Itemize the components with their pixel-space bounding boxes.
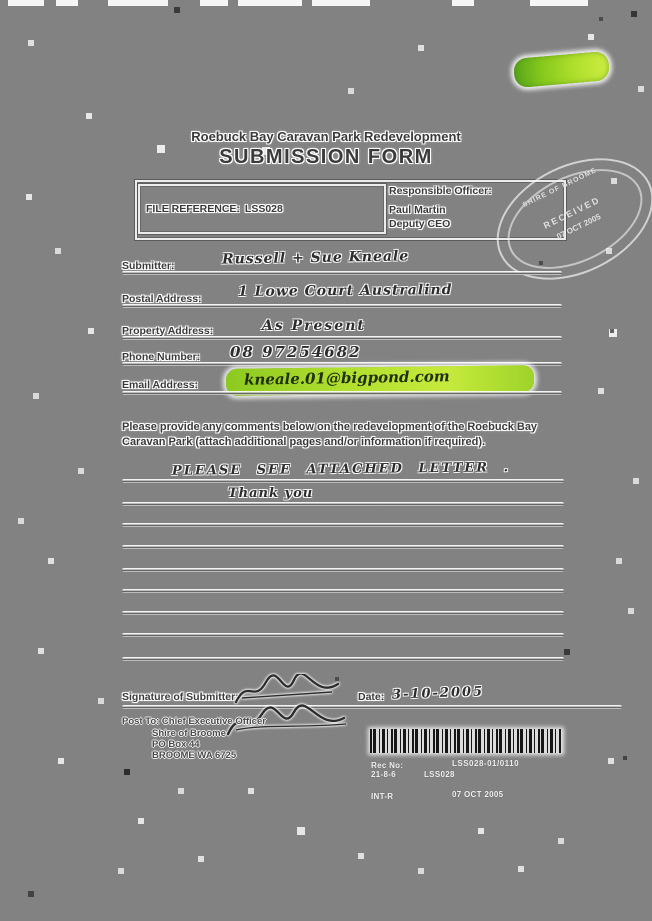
- comment-line: [122, 568, 564, 572]
- date-value: 3-10-2005: [391, 684, 485, 703]
- email-address-line: [122, 391, 562, 395]
- postal-address-value: 1 Lowe Court Australind: [237, 282, 453, 300]
- comment-line: [122, 502, 564, 506]
- rec-type-label: INT-R: [371, 792, 394, 801]
- post-to-line1: Post To: Chief Executive Officer: [122, 716, 266, 727]
- post-to-line3: PO Box 44: [152, 739, 200, 750]
- file-reference-box: FILE REFERENCE: LSS028 Responsible Offic…: [135, 180, 566, 240]
- records-barcode: [370, 729, 562, 753]
- phone-number-line: [122, 362, 562, 366]
- second-signature-scribble: [226, 704, 347, 736]
- file-reference-inner-box: FILE REFERENCE: LSS028: [138, 184, 386, 234]
- rec-no-label: Rec No:: [371, 761, 404, 770]
- phone-number-value: 08 97254682: [230, 343, 362, 361]
- signature-line: [122, 705, 622, 709]
- phone-number-label: Phone Number:: [122, 351, 201, 363]
- responsible-officer-block: Responsible Officer: Paul Martin Deputy …: [389, 185, 492, 232]
- postal-address-line: [122, 304, 562, 308]
- rec-file-code: LSS028-01/0110: [452, 759, 520, 768]
- postal-address-label: Postal Address:: [122, 293, 202, 305]
- property-address-value: As Present: [262, 318, 366, 334]
- highlighter-swipe-mark: [512, 50, 611, 89]
- email-address-value: kneale.01@bigpond.com: [243, 367, 450, 389]
- comment-line: [122, 611, 564, 615]
- form-title: Roebuck Bay Caravan Park Redevelopment: [191, 129, 461, 144]
- rec-no-value: 21-8-6: [371, 770, 396, 779]
- comments-instructions: Please provide any comments below on the…: [122, 421, 538, 448]
- comment-line: [122, 523, 564, 527]
- submitter-value: Russell + Sue Kneale: [221, 248, 410, 268]
- responsible-officer-label: Responsible Officer:: [389, 185, 492, 197]
- comment-handwriting-2: Thank you: [228, 486, 314, 501]
- rec-date-value: 07 OCT 2005: [452, 790, 504, 799]
- officer-name: Paul Martin: [389, 204, 446, 216]
- officer-title: Deputy CEO: [389, 218, 451, 230]
- submitter-signature-scribble: [234, 674, 340, 704]
- submitter-line: [122, 271, 562, 275]
- submitter-label: Submitter:: [122, 260, 175, 272]
- comment-line: [122, 479, 564, 483]
- file-reference-label: FILE REFERENCE:: [146, 203, 240, 215]
- scan-noise-dark: [0, 0, 2, 2]
- file-reference-value: LSS028: [244, 203, 283, 215]
- rec-file-value: LSS028: [424, 770, 455, 779]
- comment-line: [122, 545, 564, 549]
- form-subtitle: SUBMISSION FORM: [219, 146, 433, 168]
- comment-line: [122, 657, 564, 661]
- post-to-line2: Shire of Broome: [152, 728, 226, 739]
- comment-line: [122, 633, 564, 637]
- post-to-line4: BROOME WA 6725: [152, 750, 237, 761]
- comment-handwriting-1: PLEASE SEE ATTACHED LETTER .: [171, 460, 511, 479]
- date-label: Date:: [358, 691, 385, 703]
- property-address-line: [122, 336, 562, 340]
- comment-line: [122, 589, 564, 593]
- email-address-label: Email Address:: [122, 379, 199, 391]
- signature-label: Signature of Submitter:: [122, 691, 239, 703]
- property-address-label: Property Address:: [122, 325, 214, 337]
